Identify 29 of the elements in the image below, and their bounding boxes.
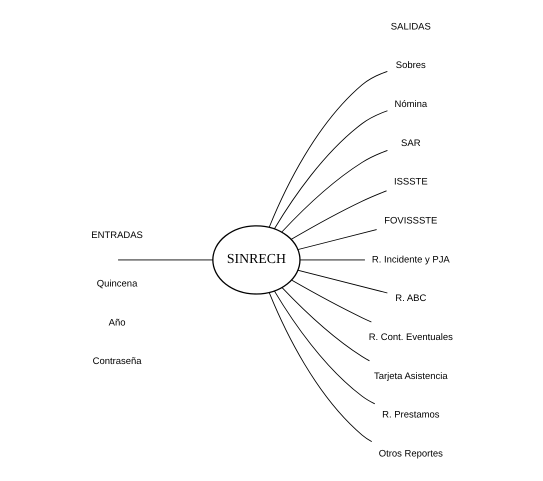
connector [300,259,366,260]
label: Año [108,317,126,328]
node-ellipse: SINRECH [212,225,301,295]
connector [298,229,378,250]
connector [268,70,388,228]
connector [290,190,387,240]
node-text: Sobres [396,60,426,72]
node-text: SAR [401,138,421,149]
node-text: FOVISSSTE [384,216,438,227]
connector [282,287,370,362]
node-text: R. Incidente y PJA [372,254,450,266]
node-text: R. Prestamos [382,410,440,421]
label: ENTRADAS [91,230,143,242]
label: Quincena [96,278,138,290]
node-text: R. ABC [395,293,426,304]
connector [274,290,376,404]
label: SALIDAS [390,21,431,32]
connector [118,259,214,260]
node-text: ISSSTE [394,176,428,188]
connector [281,150,388,233]
node-text: Tarjeta Asistencia [374,370,448,382]
node-text: Nómina [394,99,428,110]
connector [268,292,372,442]
node-text: R. Cont. Eventuales [368,332,453,343]
connector [274,110,388,230]
label: Contraseña [92,356,142,368]
node-text: Otros Reportes [378,448,443,460]
connector [291,280,372,322]
connector [298,270,388,294]
